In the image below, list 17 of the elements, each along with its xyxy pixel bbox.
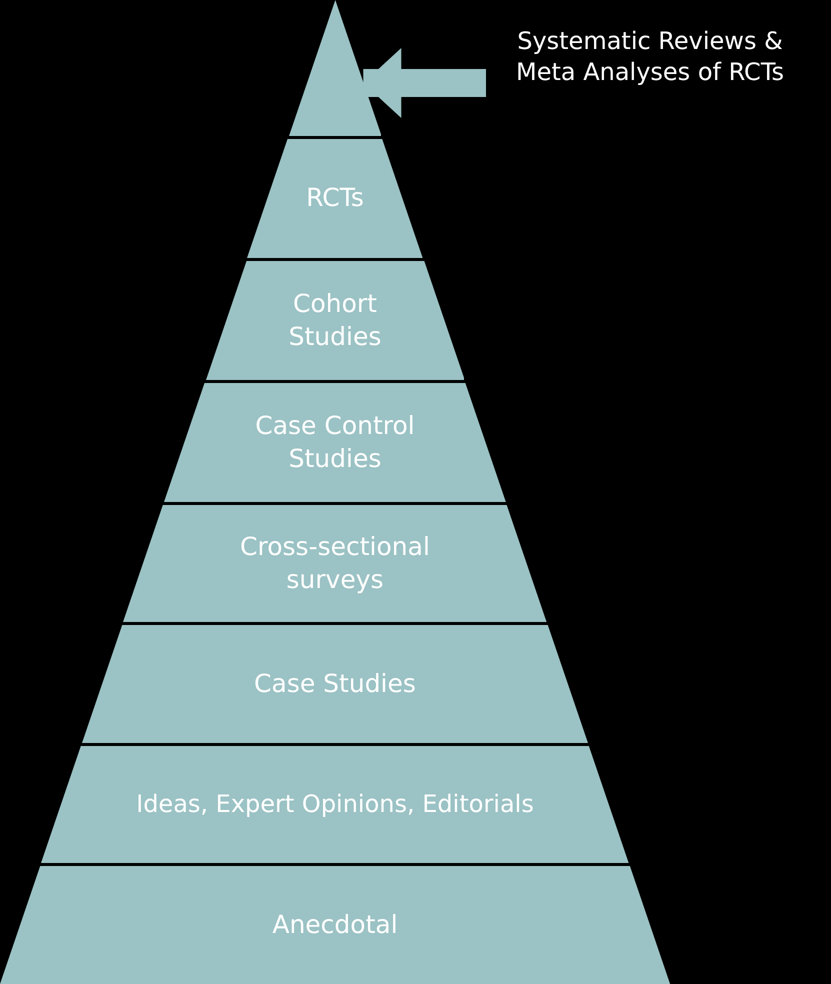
callout-text: Systematic Reviews & Meta Analyses of RCTs xyxy=(490,26,810,88)
tier-label: Case Studies xyxy=(253,668,417,700)
tier-label: Cross-sectional surveys xyxy=(239,531,431,596)
pyramid-tier xyxy=(164,383,506,502)
pyramid-apex xyxy=(288,0,382,136)
pyramid-tier xyxy=(82,625,588,743)
tier-label: RCTs xyxy=(305,182,365,214)
pyramid-tier xyxy=(206,261,464,380)
pyramid-tier xyxy=(41,746,629,863)
tier-label: Case Control Studies xyxy=(254,410,416,474)
tier-label: Ideas, Expert Opinions, Editorials xyxy=(135,789,535,820)
pyramid-tier xyxy=(247,139,423,258)
tier-label: Cohort Studies xyxy=(288,288,382,352)
block-arrow xyxy=(363,48,486,118)
pyramid-tier xyxy=(123,505,547,622)
tier-label: Anecdotal xyxy=(271,908,399,940)
pyramid-tier xyxy=(0,866,670,984)
